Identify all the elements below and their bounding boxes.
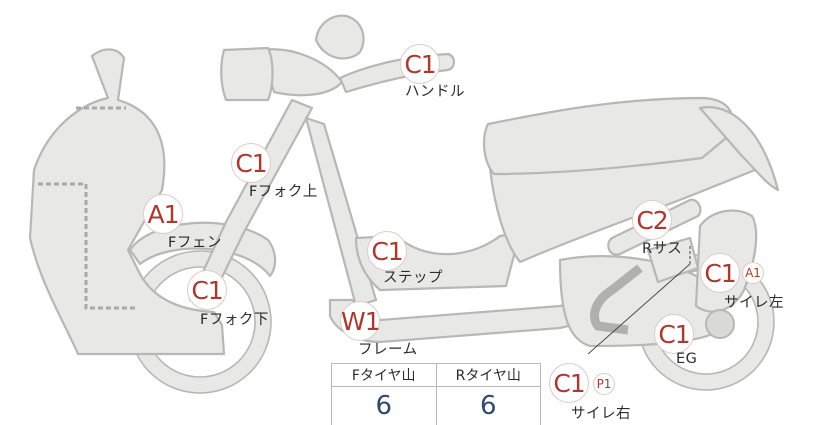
tread-table: Fタイヤ山 Rタイヤ山 6 6 (331, 363, 541, 425)
fork-lower-label: Fフォク下 (200, 312, 269, 328)
exhaust-pipe (590, 264, 643, 335)
rear-shock-code-badge: C2 (632, 200, 672, 240)
fork-lower-code-badge: C1 (187, 270, 227, 310)
frame-label: フレーム (358, 342, 418, 358)
fork-upper-code-badge: C1 (231, 143, 271, 183)
silencer-right-label: サイレ右 (571, 406, 631, 422)
handle-label: ハンドル (405, 84, 465, 100)
front-tread-header: Fタイヤ山 (331, 363, 437, 387)
rear-shock-label: Rサス (642, 241, 683, 257)
silencer-left-sub-badge: A1 (742, 262, 764, 284)
headlight (220, 46, 274, 102)
silencer-right-sub-badge: P1 (593, 373, 615, 395)
cowl-trim-2 (38, 182, 136, 310)
tail (698, 106, 780, 192)
front-cowl (28, 48, 226, 356)
leader-line (587, 263, 691, 355)
mirror (314, 14, 365, 60)
rear-tread-header: Rタイヤ山 (435, 363, 541, 387)
step-label: ステップ (383, 270, 443, 286)
frame-code-badge: W1 (340, 301, 381, 341)
engine-code-badge: C1 (654, 314, 694, 354)
silencer-left-label: サイレ左 (724, 295, 784, 311)
step-code-badge: C1 (367, 231, 407, 271)
silencer-left-code-badge: C1 (700, 253, 740, 293)
handle-code-badge: C1 (400, 44, 440, 84)
engine-label: EG (676, 351, 698, 367)
silencer-right-code-badge: C1 (549, 363, 589, 403)
frame-down-tube (304, 116, 378, 308)
rear-hub (705, 309, 735, 339)
fork-upper-label: Fフォク上 (249, 184, 318, 200)
front-tread-value: 6 (331, 386, 437, 425)
front-fender-label: Fフェン (168, 235, 222, 251)
rear-tread-value: 6 (435, 386, 541, 425)
front-fender-code-badge: A1 (143, 194, 183, 234)
